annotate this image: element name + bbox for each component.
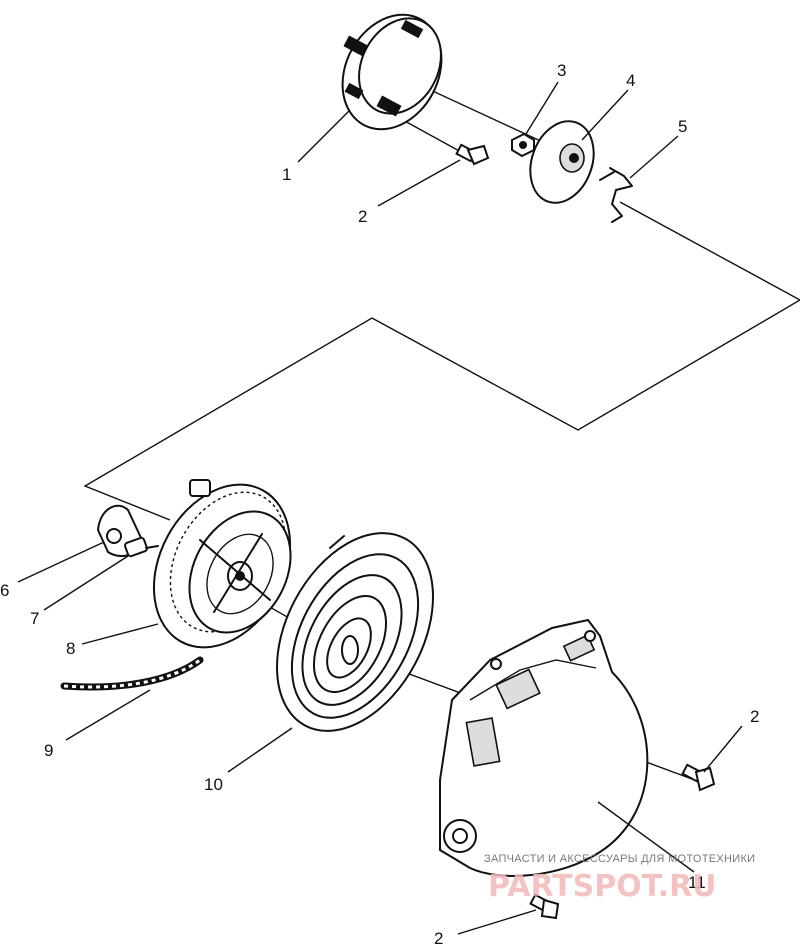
- part-10-recoil-spring: [276, 532, 434, 732]
- part-4-drive-plate: [529, 120, 595, 204]
- part-9-rope: [60, 656, 204, 691]
- callout-2-right: 2: [750, 707, 759, 726]
- site-watermark: ЗАПЧАСТИ И АКСЕССУАРЫ ДЛЯ МОТОТЕХНИКИ PA…: [484, 853, 755, 904]
- callout-numbers: 1 2 3 4 5 2 6 7 8 9 10 2 11: [0, 61, 759, 946]
- callout-7: 7: [30, 609, 39, 628]
- callout-2-top: 2: [358, 207, 367, 226]
- part-5-clip: [599, 167, 633, 223]
- part-2-bolt-bottom: [529, 893, 560, 920]
- callout-4: 4: [626, 71, 635, 90]
- watermark-brand: PARTSPOT.RU: [488, 869, 717, 904]
- part-3-nut: [511, 132, 535, 158]
- callout-11: 11: [688, 873, 706, 892]
- callout-1: 1: [282, 165, 291, 184]
- callout-5: 5: [678, 117, 687, 136]
- part-2-bolt-top: [455, 143, 490, 166]
- callout-10: 10: [204, 775, 223, 794]
- part-8-rope-reel: [152, 479, 292, 649]
- callout-3: 3: [557, 61, 566, 80]
- callout-8: 8: [66, 639, 75, 658]
- callout-9: 9: [44, 741, 53, 760]
- part-2-bolt-right: [681, 763, 716, 792]
- part-1-starter-cup: [341, 13, 443, 131]
- part-11-starter-housing: [439, 618, 649, 877]
- callout-leader-lines: [17, 81, 743, 935]
- callout-6: 6: [0, 581, 9, 600]
- part-7-pin: [124, 536, 159, 558]
- watermark-caption: ЗАПЧАСТИ И АКСЕССУАРЫ ДЛЯ МОТОТЕХНИКИ: [484, 853, 755, 865]
- callout-2-bottom: 2: [434, 929, 443, 946]
